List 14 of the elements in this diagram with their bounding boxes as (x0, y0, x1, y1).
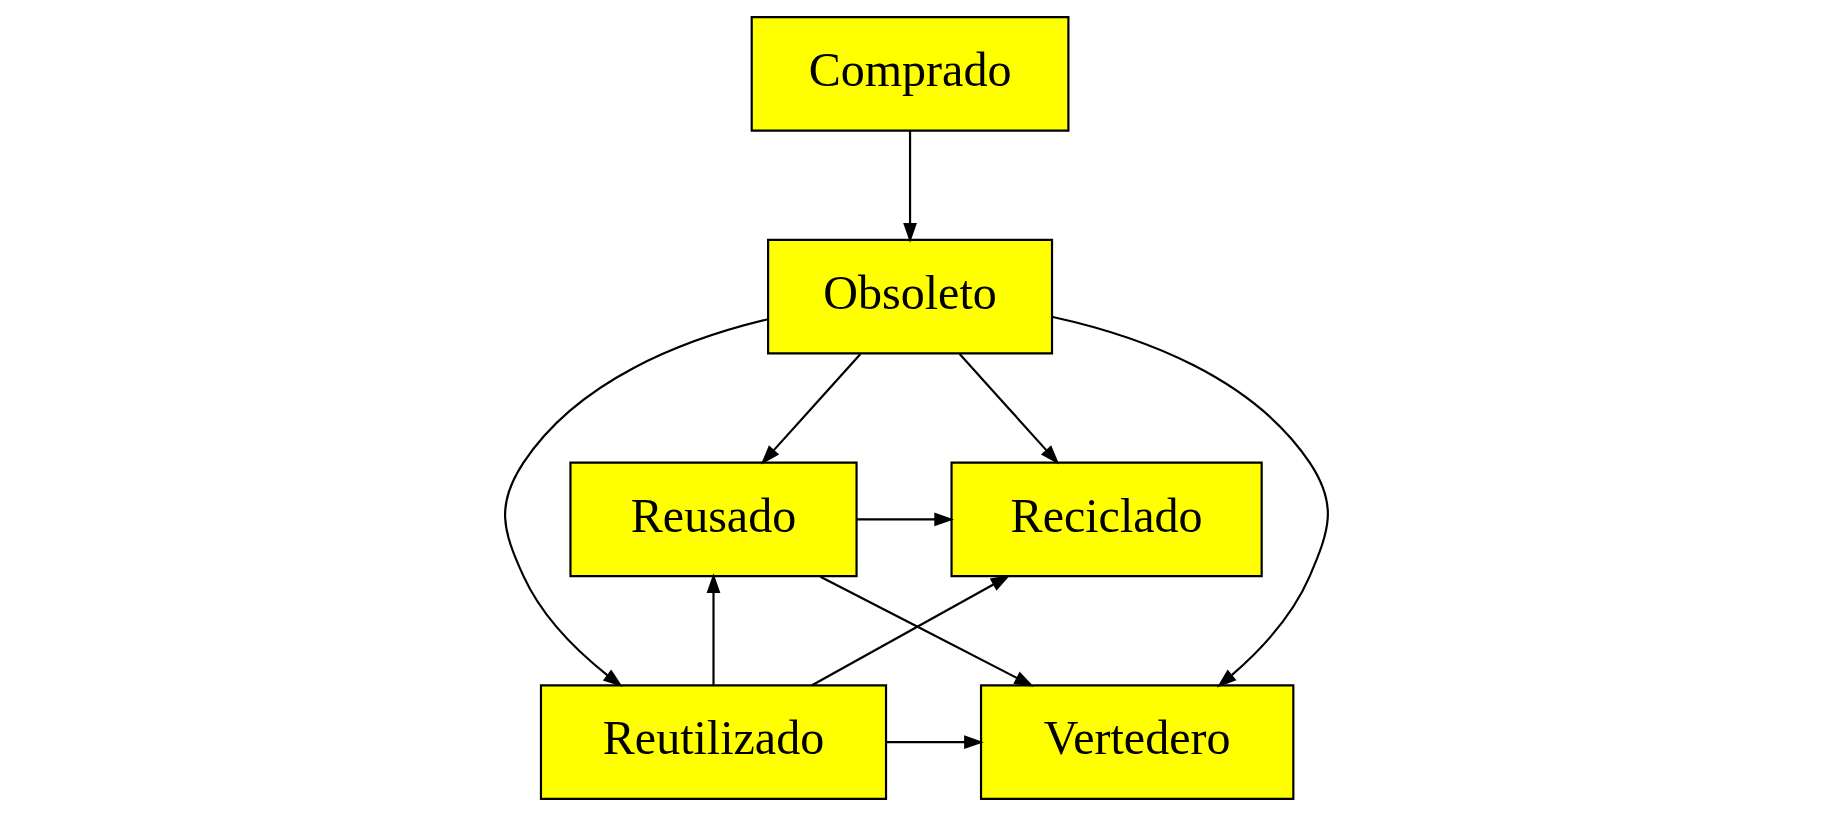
node-box: Reutilizado (539, 684, 887, 800)
arrow (760, 353, 861, 465)
node-box: Reciclado (949, 461, 1263, 578)
arrow (503, 318, 768, 687)
arrow (1052, 315, 1329, 688)
arrow (902, 131, 917, 243)
node-box: Comprado (750, 16, 1069, 132)
node-box: Reusado (568, 461, 858, 578)
arrow (958, 353, 1059, 465)
arrow (885, 735, 984, 750)
arrow (706, 573, 720, 685)
node-box: Obsoleto (766, 238, 1053, 355)
arrow (856, 512, 954, 527)
node-box: Vertedero (979, 684, 1294, 800)
